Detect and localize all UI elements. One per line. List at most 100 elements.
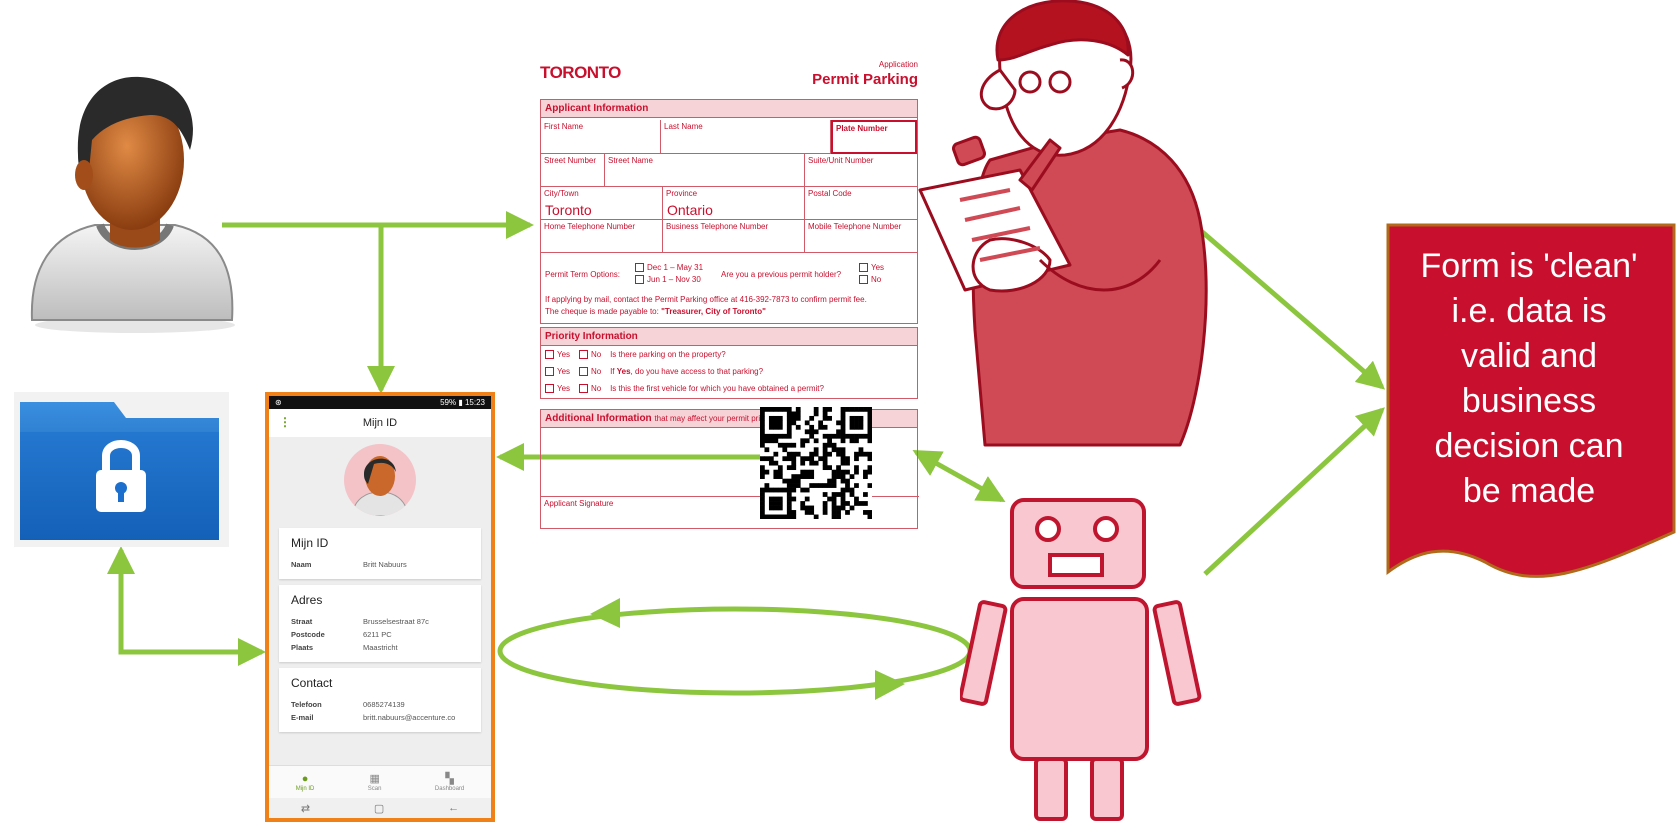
profile-avatar <box>344 443 416 516</box>
option-label: Yes <box>557 367 571 376</box>
recents-icon[interactable]: ⇄ <box>300 802 311 815</box>
card-title: Mijn ID <box>291 536 329 550</box>
checkbox-icon <box>635 263 644 273</box>
section-header: Priority Information <box>541 328 917 346</box>
checkbox-icon[interactable] <box>578 384 588 394</box>
field-label: Plaats <box>291 643 314 652</box>
plate-number-field[interactable]: Plate Number <box>831 120 917 154</box>
result-callout: Form is 'clean' i.e. data is valid and b… <box>1385 222 1677 612</box>
question-text: Is there parking on the property? <box>610 350 726 359</box>
postal-code-field[interactable]: Postal Code <box>805 187 917 220</box>
form-title: Permit Parking <box>812 71 918 88</box>
permit-parking-form: TORONTO Application Permit Parking Appli… <box>540 57 919 530</box>
section-note: that may affect your permit pri <box>654 414 761 423</box>
app-bar: ⋮ Mijn ID <box>269 409 491 437</box>
result-text: Form is 'clean' i.e. data is valid and b… <box>1393 244 1665 514</box>
field-row: Naam Britt Nabuurs <box>291 558 469 571</box>
home-phone-field[interactable]: Home Telephone Number <box>541 220 663 253</box>
result-line: business <box>1461 382 1597 420</box>
back-icon[interactable]: ← <box>448 802 460 814</box>
option-label: No <box>590 350 602 359</box>
term-option-2[interactable]: Jun 1 – Nov 30 <box>635 275 701 285</box>
field-label: Naam <box>291 560 312 569</box>
home-icon[interactable]: ▢ <box>373 802 385 815</box>
last-name-field[interactable]: Last Name <box>661 120 831 154</box>
permit-term-label: Permit Term Options: <box>545 270 620 279</box>
field-label: Telefoon <box>291 700 322 709</box>
field-value: britt.nabuurs@accenture.co <box>363 713 456 722</box>
nav-mijn-id[interactable]: ●Mijn ID <box>296 773 315 792</box>
checkbox-icon[interactable] <box>545 350 554 360</box>
previous-holder-label: Are you a previous permit holder? <box>721 270 842 279</box>
street-number-field[interactable]: Street Number <box>541 154 605 187</box>
question-text: If <box>610 367 617 376</box>
result-line: decision can <box>1434 427 1624 465</box>
system-nav-bar: ⇄ ▢ ← <box>269 798 491 818</box>
card-title: Contact <box>291 676 333 690</box>
previous-yes[interactable]: Yes <box>859 263 885 273</box>
street-name-field[interactable]: Street Name <box>605 154 805 187</box>
overflow-menu-icon[interactable]: ⋮ <box>279 415 291 429</box>
checkbox-icon[interactable] <box>578 367 588 377</box>
field-label: Applicant Signature <box>544 499 614 508</box>
arrow-inspector-to-result <box>1198 228 1386 390</box>
field-label: First Name <box>544 122 584 131</box>
field-label: Home Telephone Number <box>544 222 636 231</box>
field-row: E-mail britt.nabuurs@accenture.co <box>291 711 469 724</box>
option-label: Yes <box>557 350 571 359</box>
cheque-payee: "Treasurer, City of Toronto" <box>661 307 766 316</box>
field-label: Postcode <box>291 630 325 639</box>
checkbox-icon[interactable] <box>545 384 554 394</box>
nav-dashboard[interactable]: ▚Dashboard <box>435 772 464 792</box>
person-icon: ● <box>301 772 309 785</box>
field-value: Britt Nabuurs <box>363 560 407 569</box>
business-phone-field[interactable]: Business Telephone Number <box>663 220 805 253</box>
checkbox-icon[interactable] <box>545 367 554 377</box>
priority-q2: Yes No If Yes, do you have access to tha… <box>545 367 764 377</box>
cheque-note-text: The cheque is made payable to: <box>545 307 659 316</box>
field-label: Province <box>666 189 698 198</box>
suite-field[interactable]: Suite/Unit Number <box>805 154 917 187</box>
priority-section: Priority Information Yes No Is there par… <box>540 327 918 399</box>
option-label: Yes <box>871 263 885 272</box>
first-name-field[interactable]: First Name <box>541 120 661 154</box>
status-icon: ⊛ <box>275 398 282 407</box>
section-title: Additional Information <box>545 413 652 424</box>
nav-scan[interactable]: ▦Scan <box>368 772 382 792</box>
signature-field[interactable]: Applicant Signature <box>541 496 919 528</box>
secure-folder-lock-icon <box>14 392 229 547</box>
nav-label: Mijn ID <box>295 785 315 792</box>
checkbox-icon[interactable] <box>578 350 588 360</box>
nav-label: Scan <box>367 786 382 792</box>
dashboard-icon: ▚ <box>445 773 454 785</box>
field-label: E-mail <box>291 713 314 722</box>
checkbox-icon <box>859 275 868 285</box>
field-value: Toronto <box>545 202 592 218</box>
cycle-arrowhead-top <box>590 598 620 628</box>
term-option-1[interactable]: Dec 1 – May 31 <box>635 263 704 273</box>
priority-q3: Yes No Is this the first vehicle for whi… <box>545 384 824 394</box>
checkbox-icon <box>859 263 868 273</box>
section-header: Applicant Information <box>541 100 917 118</box>
question-emphasis: Yes <box>616 367 631 376</box>
option-label: Jun 1 – Nov 30 <box>647 275 701 284</box>
option-label: Dec 1 – May 31 <box>647 263 704 272</box>
cheque-note: The cheque is made payable to: "Treasure… <box>545 307 766 316</box>
arrow-form-robot <box>912 449 1006 503</box>
result-line: i.e. data is <box>1451 292 1607 330</box>
mobile-phone-field[interactable]: Mobile Telephone Number <box>805 220 917 253</box>
arrow-robot-to-result <box>1203 407 1385 576</box>
question-text: , do you have access to that parking? <box>630 367 764 376</box>
previous-no[interactable]: No <box>859 275 881 285</box>
result-line: be made <box>1462 472 1596 510</box>
field-label: Mobile Telephone Number <box>808 222 902 231</box>
